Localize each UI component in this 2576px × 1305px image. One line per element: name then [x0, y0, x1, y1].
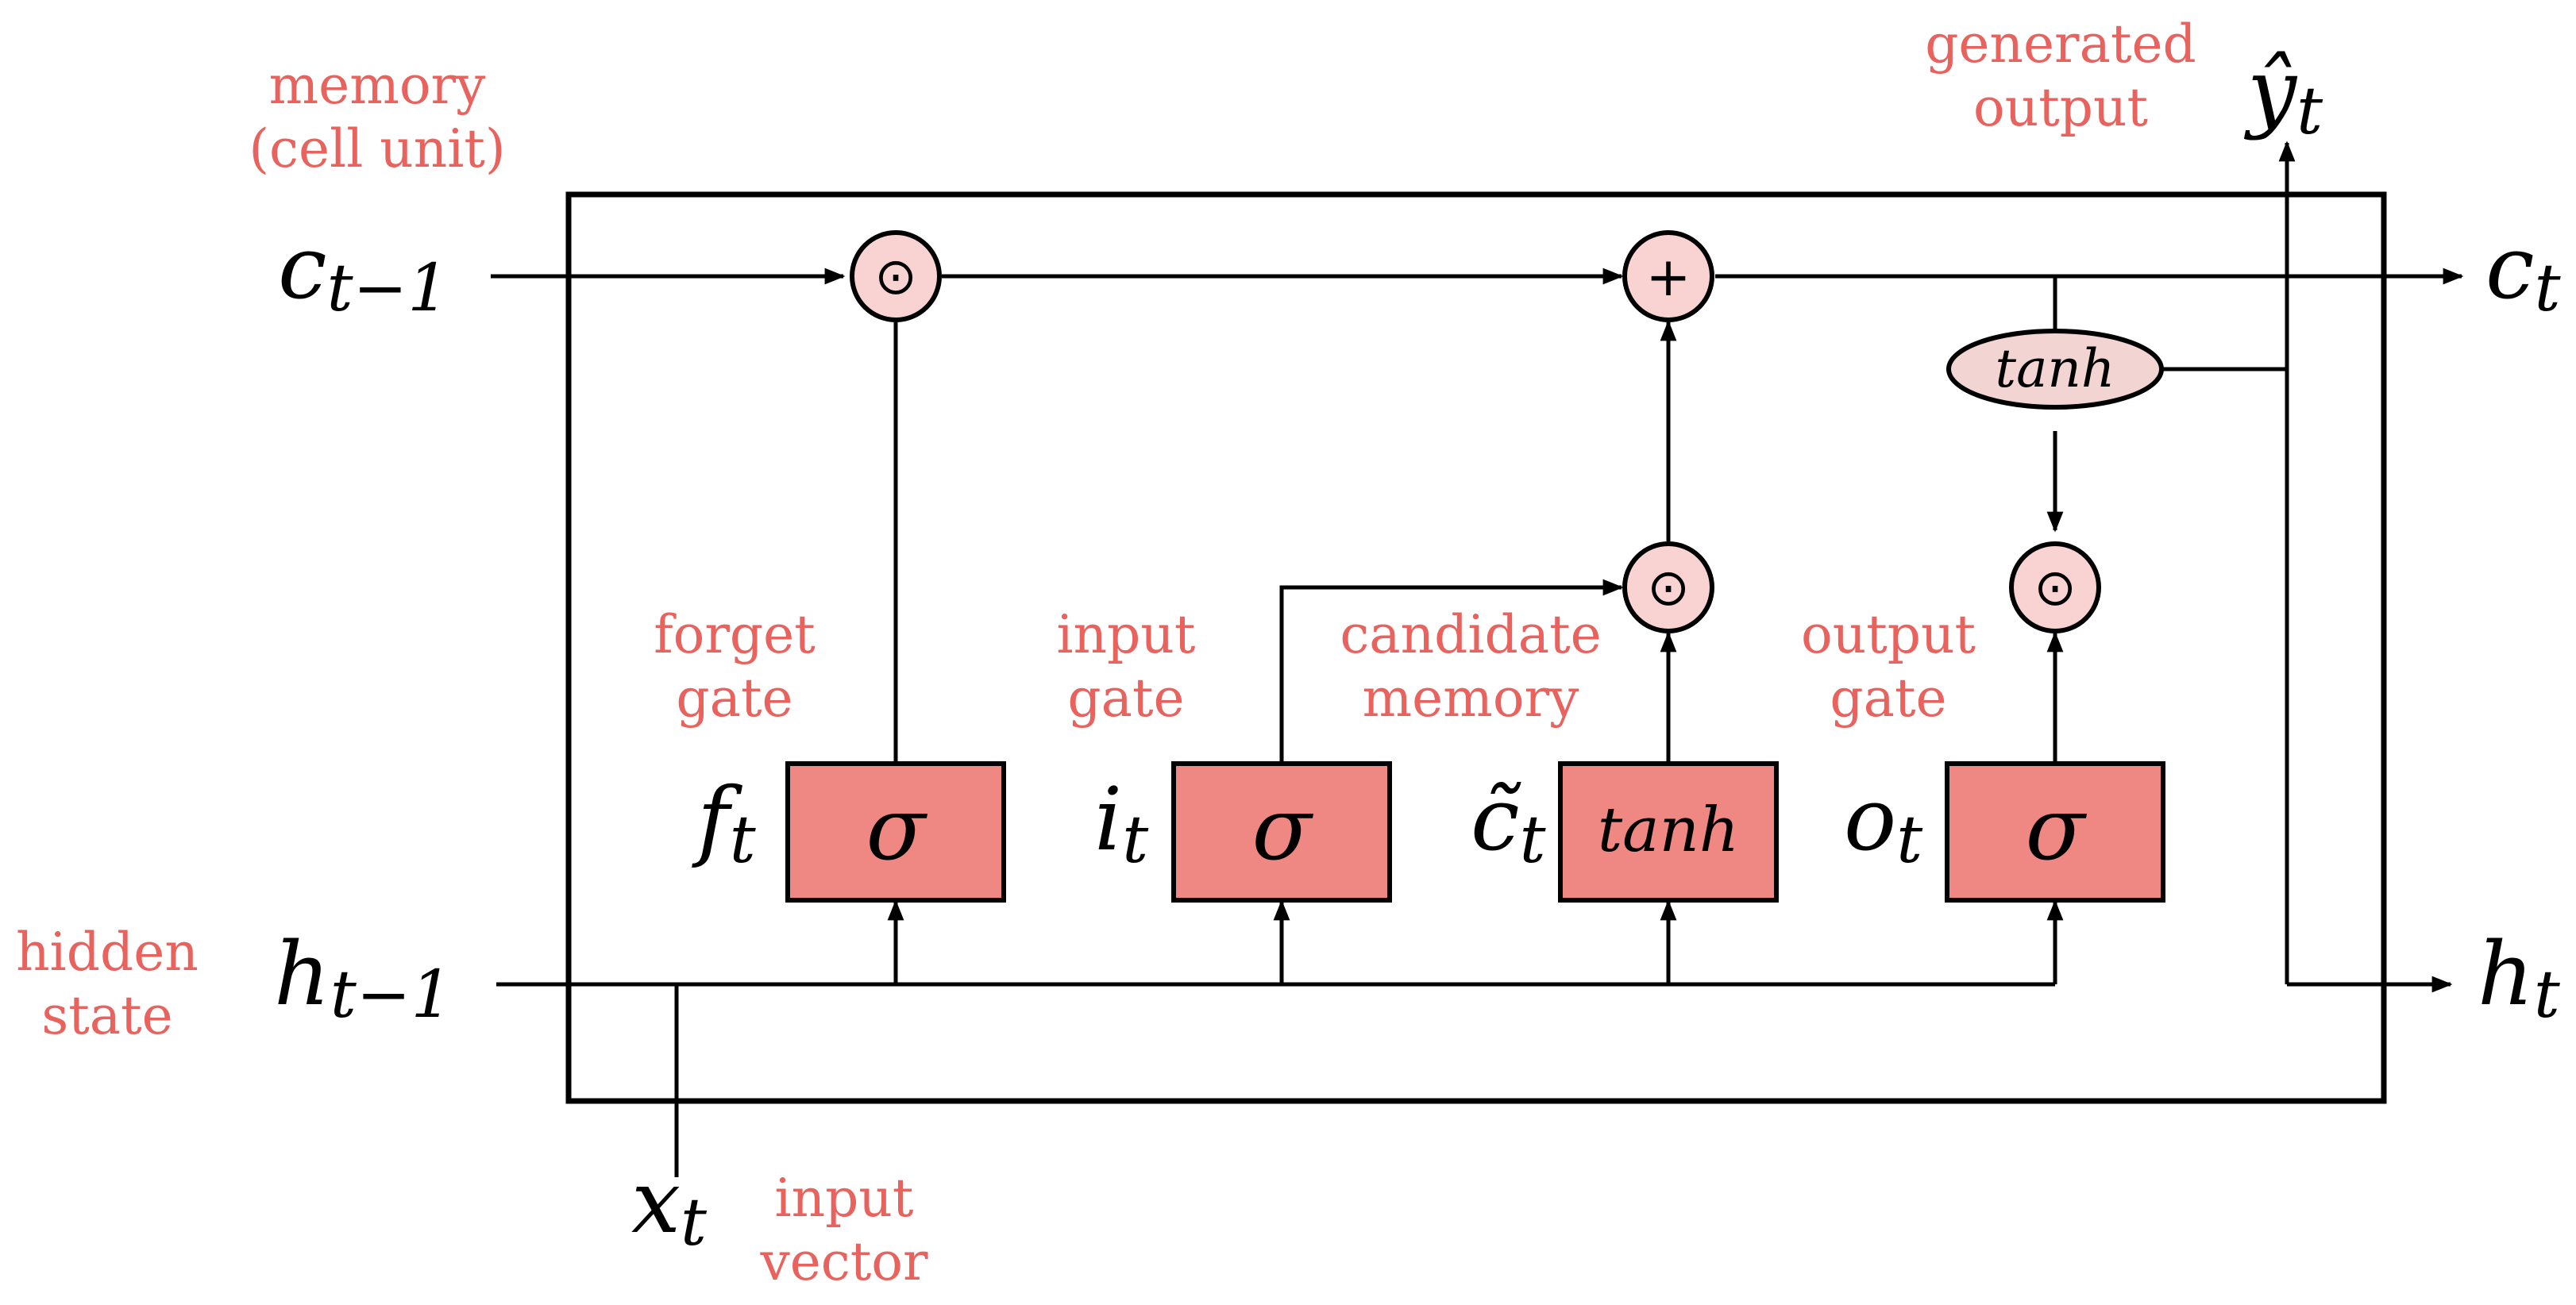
- c-tilde-t-label: c̃t: [1471, 768, 1547, 878]
- forget-mult-node: ⊙: [850, 230, 942, 322]
- memory-annotation-line1: memory: [269, 55, 487, 116]
- input-gate-symbol: σ: [1251, 778, 1313, 880]
- hidden-state-annotation-line1: hidden: [16, 922, 199, 983]
- input-vector-annotation-line1: input: [775, 1168, 914, 1229]
- c-prev-label: ct−1: [278, 217, 449, 326]
- cell-tanh-label: tanh: [1996, 338, 2115, 399]
- input-gate-annotation-line2: gate: [1067, 668, 1184, 729]
- cell-add-symbol: +: [1646, 246, 1691, 309]
- h-next-label: ht: [2478, 923, 2561, 1033]
- annotations: memory (cell unit) generated output hidd…: [16, 13, 2196, 1292]
- forget-gate-annotation-line1: forget: [654, 604, 816, 665]
- input-gate-arrow: [1279, 579, 1624, 764]
- h-prev-label: ht−1: [274, 923, 453, 1033]
- lstm-cell-frame: [565, 191, 2387, 1104]
- c-next-label: ct: [2485, 217, 2562, 326]
- candidate-gate-box: tanh: [1558, 761, 1779, 903]
- variable-labels: ct−1 ct ht−1 ht xt ŷt ft it c̃t ot: [274, 40, 2562, 1261]
- output-gate-annotation-line2: gate: [1830, 668, 1946, 729]
- output-gate-symbol: σ: [2025, 778, 2087, 880]
- generated-output-annotation-line1: generated: [1925, 13, 2196, 75]
- candidate-gate-label: tanh: [1598, 795, 1739, 866]
- output-gate-box: σ: [1945, 761, 2165, 903]
- candidate-memory-annotation-line1: candidate: [1340, 604, 1601, 665]
- y-hat-label: ŷt: [2243, 40, 2323, 149]
- f-t-label: ft: [692, 768, 757, 878]
- output-mult-node: ⊙: [2009, 541, 2101, 633]
- cell-add-node: +: [1622, 230, 1714, 322]
- input-vector-annotation-line2: vector: [759, 1231, 928, 1292]
- memory-annotation-line2: (cell unit): [249, 118, 505, 179]
- input-gate-annotation-line1: input: [1057, 604, 1196, 665]
- cell-tanh-node: tanh: [1946, 329, 2164, 410]
- forget-gate-symbol: σ: [866, 778, 927, 880]
- candidate-memory-annotation-line2: memory: [1363, 668, 1580, 729]
- hidden-state-annotation-line2: state: [41, 985, 172, 1046]
- input-mult-node: ⊙: [1622, 541, 1714, 633]
- generated-output-annotation-line2: output: [1973, 77, 2148, 138]
- forget-gate-box: σ: [785, 761, 1006, 903]
- i-t-label: it: [1094, 768, 1149, 878]
- output-gate-annotation-line1: output: [1801, 604, 1976, 665]
- output-mult-symbol: ⊙: [2034, 559, 2077, 618]
- input-gate-box: σ: [1171, 761, 1392, 903]
- x-input-label: xt: [631, 1151, 708, 1261]
- forget-mult-symbol: ⊙: [874, 248, 917, 306]
- o-t-label: ot: [1844, 768, 1923, 878]
- input-mult-symbol: ⊙: [1647, 559, 1690, 618]
- forget-gate-annotation-line2: gate: [676, 668, 792, 729]
